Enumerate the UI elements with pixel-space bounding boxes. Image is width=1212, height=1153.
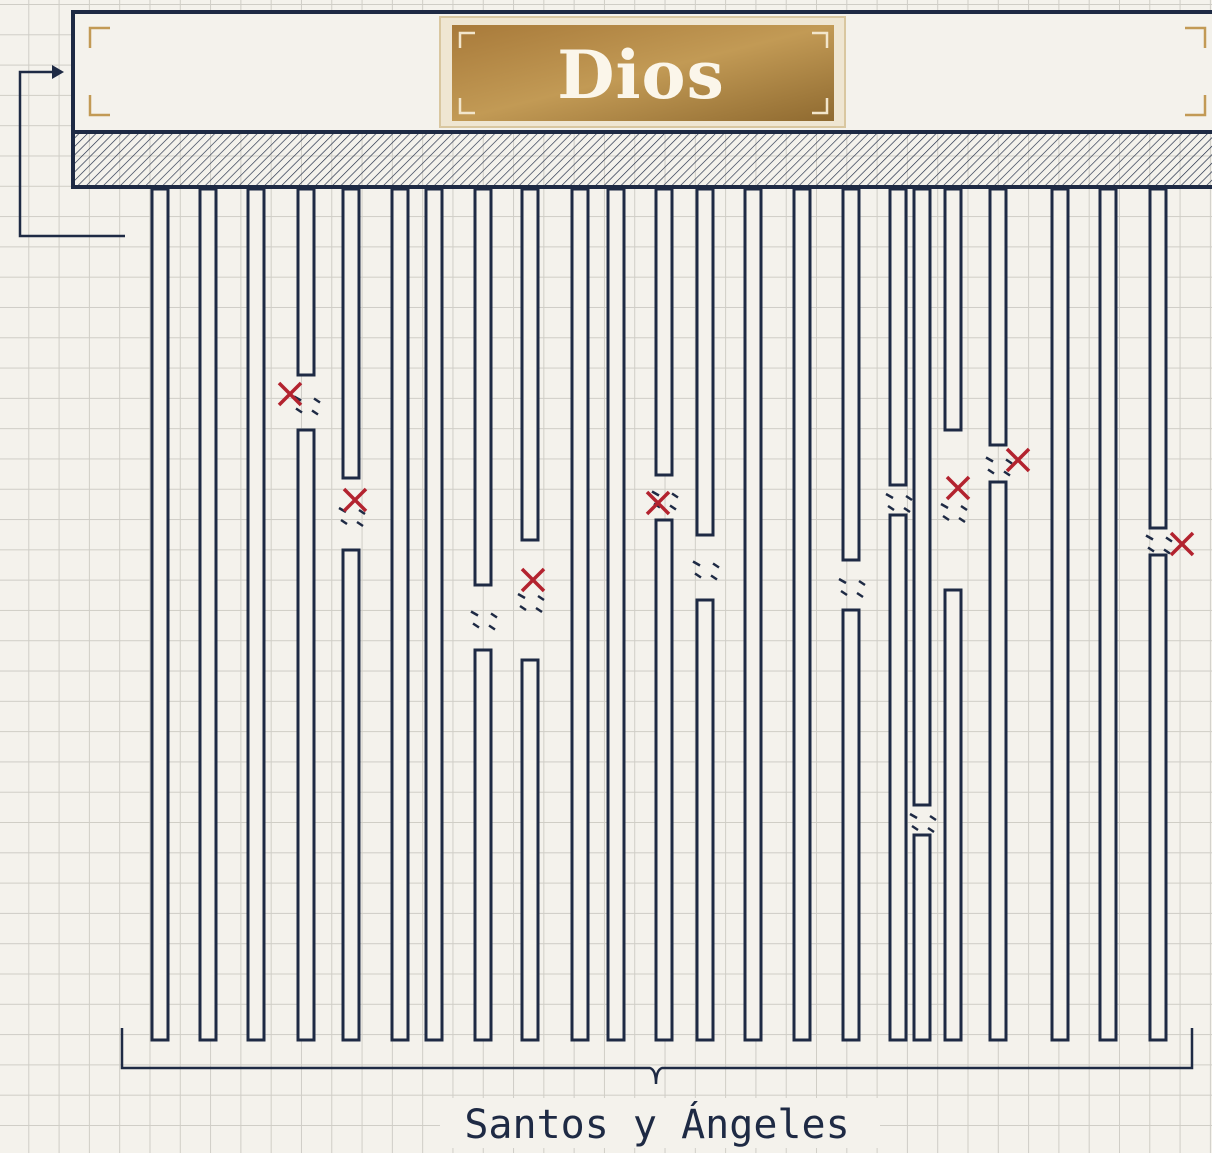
crack-shard bbox=[537, 594, 545, 602]
pillar-segment bbox=[888, 513, 908, 1042]
pillar-segment bbox=[695, 187, 715, 537]
crack-shard bbox=[535, 606, 543, 614]
crack-shard bbox=[358, 508, 366, 516]
pillar-segment bbox=[606, 187, 626, 1042]
pillar-segment bbox=[654, 187, 674, 477]
bottom-bracket bbox=[120, 1028, 1194, 1085]
crack-shard bbox=[885, 492, 894, 500]
crack-shard bbox=[927, 826, 935, 834]
hatched-beam bbox=[71, 130, 1212, 189]
crack-shard bbox=[490, 612, 498, 619]
title-plate bbox=[452, 25, 834, 121]
pillar-segment bbox=[341, 187, 361, 480]
pillar-segment bbox=[912, 187, 932, 807]
pillar-segment bbox=[246, 187, 266, 1042]
header-corner-brackets bbox=[88, 26, 1207, 117]
crack-shard bbox=[488, 624, 496, 631]
crack-shard bbox=[356, 520, 364, 528]
crack-shard bbox=[987, 468, 995, 475]
cross-mark-icon bbox=[342, 487, 368, 513]
crack-shard bbox=[909, 812, 918, 820]
header-block: Dios bbox=[71, 10, 1212, 189]
pillar-segment bbox=[943, 187, 963, 432]
pillar-segment bbox=[150, 187, 170, 1042]
title-corner-brackets bbox=[458, 31, 829, 115]
pillar-segment bbox=[296, 428, 316, 1042]
crack-shard bbox=[1145, 534, 1154, 541]
crack-shard bbox=[1003, 470, 1011, 477]
pillar-segment bbox=[198, 187, 218, 1042]
crack-shard bbox=[340, 518, 348, 526]
pillar-segment bbox=[743, 187, 763, 1042]
crack-shard bbox=[905, 494, 913, 502]
crack-shard bbox=[1163, 548, 1171, 555]
crack-shard bbox=[313, 397, 321, 404]
crack-shard bbox=[671, 492, 679, 499]
caption-text: Santos y Ángeles bbox=[464, 1100, 849, 1148]
crack-shard bbox=[692, 560, 701, 567]
crack-shard bbox=[856, 591, 864, 599]
pillar-segment bbox=[473, 187, 493, 587]
pillar-segment bbox=[296, 187, 316, 377]
crack-shard bbox=[887, 504, 895, 512]
caption-backdrop bbox=[440, 1098, 880, 1148]
pillar-segment bbox=[424, 187, 444, 1042]
pillar-segment bbox=[988, 480, 1008, 1042]
pillar-segment bbox=[888, 187, 908, 487]
pillar-segment bbox=[570, 187, 590, 1042]
pillar-segment bbox=[1050, 187, 1070, 1042]
pillar-segment bbox=[1098, 187, 1118, 1042]
pillar-segment bbox=[912, 833, 932, 1042]
pillar-segment bbox=[695, 598, 715, 1042]
crack-shard bbox=[710, 574, 718, 581]
pillar-segment bbox=[841, 608, 861, 1042]
pillar-segment bbox=[473, 648, 493, 1042]
crack-shard bbox=[651, 490, 660, 497]
crack-shard bbox=[1147, 546, 1155, 553]
crack-shard bbox=[903, 506, 911, 514]
arrow-loop-icon bbox=[18, 65, 125, 238]
pillar-segment bbox=[520, 658, 540, 1042]
cross-mark-icon bbox=[645, 490, 671, 516]
crack-shard bbox=[694, 572, 702, 579]
pillar-segment bbox=[792, 187, 812, 1042]
crack-shard bbox=[840, 589, 848, 597]
pillar-segment bbox=[341, 548, 361, 1042]
crack-shard bbox=[858, 579, 866, 587]
cross-mark-icon bbox=[1169, 531, 1195, 557]
crack-shard bbox=[838, 577, 847, 585]
crack-shard bbox=[669, 504, 677, 511]
pillar-segment bbox=[841, 187, 861, 562]
pillars bbox=[150, 187, 1195, 1042]
crack-shard bbox=[958, 516, 966, 524]
pillar-segment bbox=[654, 518, 674, 1042]
crack-shard bbox=[517, 592, 526, 600]
cross-mark-icon bbox=[945, 475, 971, 501]
crack-shard bbox=[940, 502, 949, 510]
crack-shard bbox=[472, 622, 480, 629]
cross-mark-icon bbox=[277, 381, 303, 407]
pillar-segment bbox=[1148, 553, 1168, 1042]
cross-mark-icon bbox=[1005, 447, 1031, 473]
pillar-segment bbox=[520, 187, 540, 542]
cross-mark-icon bbox=[520, 567, 546, 593]
crack-shard bbox=[960, 504, 968, 512]
crack-shard bbox=[519, 604, 527, 612]
crack-shard bbox=[1005, 458, 1013, 465]
crack-shard bbox=[295, 407, 303, 414]
crack-shard bbox=[985, 456, 994, 463]
crack-shard bbox=[911, 824, 919, 832]
pillar-segment bbox=[988, 187, 1008, 447]
crack-shard bbox=[929, 814, 937, 822]
crack-shard bbox=[942, 514, 950, 522]
title-text: Dios bbox=[557, 36, 725, 114]
pillar-segment bbox=[943, 588, 963, 1042]
crack-shard bbox=[470, 610, 479, 617]
crack-shard bbox=[1165, 536, 1173, 543]
crack-shard bbox=[712, 562, 720, 569]
pillar-segment bbox=[1148, 187, 1168, 530]
crack-shard bbox=[311, 409, 319, 416]
pillar-segment bbox=[390, 187, 410, 1042]
